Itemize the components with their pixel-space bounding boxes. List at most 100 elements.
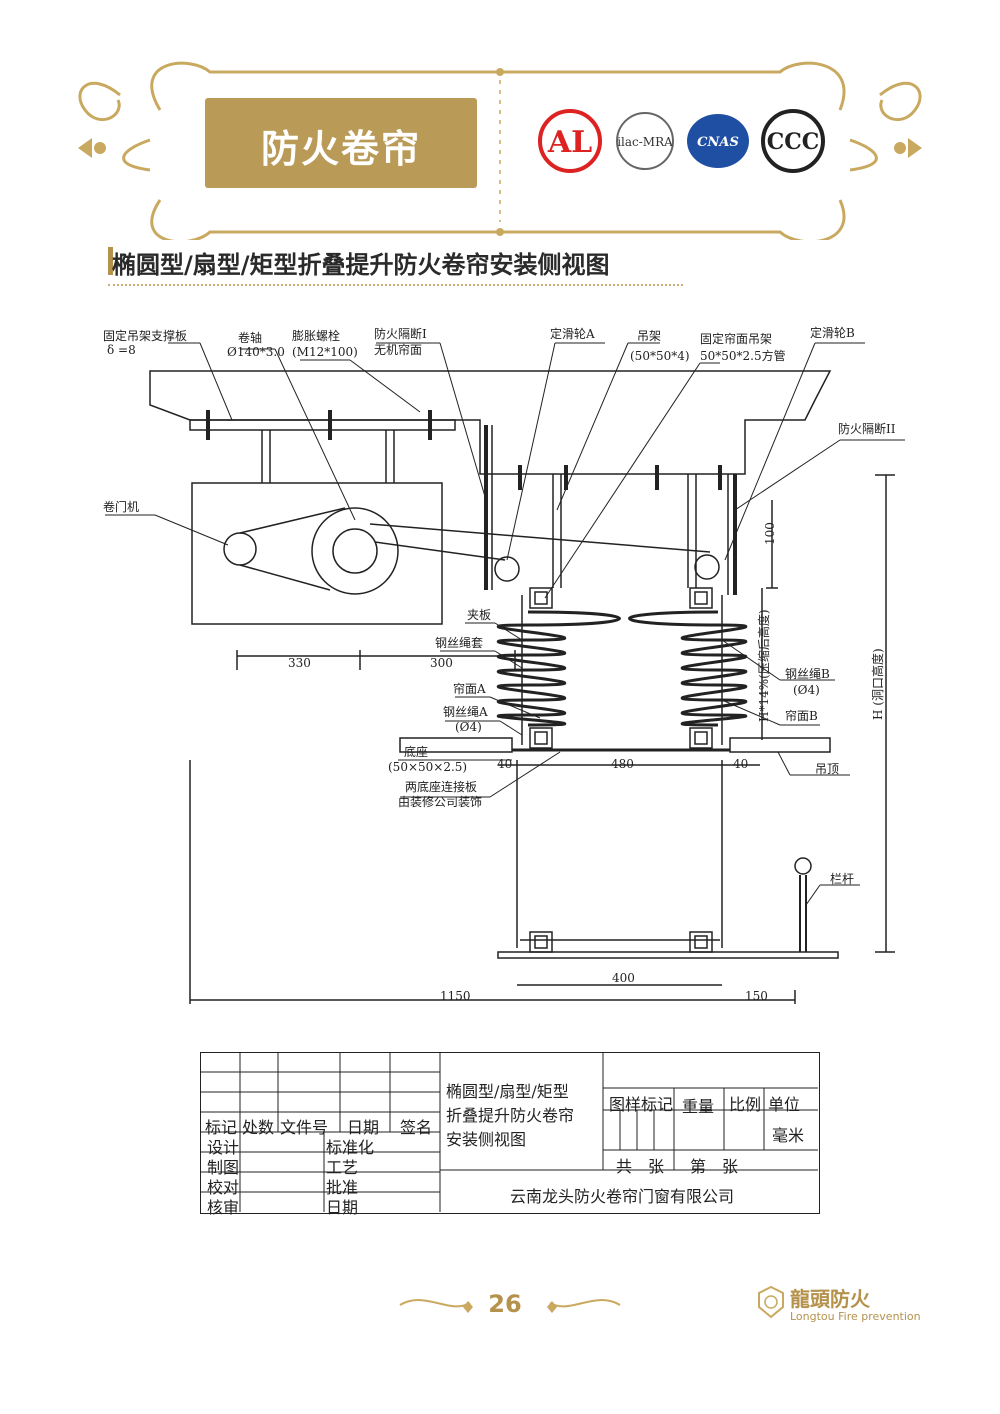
roll-shaft-outer <box>311 507 399 595</box>
label-curtain-b: 帘面B <box>785 708 818 723</box>
tb-header-mark: 标记 <box>205 1118 238 1137</box>
label-fire-partition-2: 防火隔断II <box>838 421 896 436</box>
ilac-mra-logo: ilac-MRA <box>616 112 674 170</box>
al-certification-logo: AL <box>538 109 602 173</box>
tb-role-design: 设计 <box>207 1138 240 1157</box>
label-hanger-spec: (50*50*4) <box>630 349 690 363</box>
title-block <box>200 1052 820 1214</box>
svg-text:CCC: CCC <box>767 129 820 155</box>
tb-info-unit: 单位 <box>768 1095 801 1114</box>
label-ceiling: 吊顶 <box>815 762 839 776</box>
fixed-pulley-b <box>694 554 720 580</box>
label-curtain-a: 帘面A <box>453 681 486 696</box>
label-roll-shaft-spec: Ø140*3.0 <box>227 345 285 359</box>
ceiling-board-right <box>729 737 831 753</box>
dim-330: 330 <box>288 656 311 670</box>
tb-drawing-title-line-3: 安装侧视图 <box>446 1130 527 1149</box>
label-expansion-bolt: 膨胀螺栓 <box>292 328 340 343</box>
label-clamp-plate: 夹板 <box>467 608 491 622</box>
fixed-pulley-a <box>494 556 520 582</box>
dim-40-right: 40 <box>733 757 748 771</box>
label-base: 底座 <box>404 744 428 759</box>
dim-300: 300 <box>430 656 453 670</box>
tb-role-draw: 制图 <box>207 1158 240 1177</box>
label-base-connector-sub: 由装修公司装饰 <box>398 794 482 809</box>
tb-info-weight: 重量 <box>682 1097 715 1116</box>
label-curtain-hanger-spec: 50*50*2.5方管 <box>700 348 786 363</box>
tb-header-sign: 签名 <box>400 1118 433 1137</box>
tb-info-drawing-mark: 图样标记 <box>609 1095 674 1114</box>
tb-drawing-title-line-2: 折叠提升防火卷帘 <box>446 1106 575 1125</box>
tb-role-process: 工艺 <box>326 1158 359 1177</box>
brand-name-en: Longtou Fire prevention <box>790 1310 921 1323</box>
label-base-spec: (50×50×2.5) <box>388 760 467 774</box>
tb-sheet-number: 第 张 <box>690 1157 739 1176</box>
dim-480: 480 <box>611 757 634 771</box>
label-opening-height: H (洞口高度) <box>870 648 885 720</box>
section-title: 椭圆型/扇型/矩型折叠提升防火卷帘安装侧视图 <box>112 251 610 279</box>
label-wire-rope-a: 钢丝绳A <box>443 705 488 719</box>
door-motor-housing <box>191 482 443 625</box>
tb-unit-value: 毫米 <box>772 1126 805 1145</box>
header-title-band: 防火卷帘 <box>205 98 477 188</box>
curtain-b-folds <box>628 610 748 727</box>
label-wire-rope-a-spec: (Ø4) <box>455 720 482 734</box>
tb-header-date: 日期 <box>347 1118 380 1137</box>
label-fixed-pulley-b: 定滑轮B <box>810 325 855 340</box>
tb-role-review: 核审 <box>207 1198 240 1217</box>
floor-slab <box>497 951 839 959</box>
footer-ornament <box>399 1299 621 1313</box>
label-curtain-hanger: 固定帘面吊架 <box>700 331 772 346</box>
tb-company: 云南龙头防火卷帘门窗有限公司 <box>510 1187 735 1206</box>
tb-role-date: 日期 <box>326 1198 359 1217</box>
svg-text:CNAS: CNAS <box>697 135 739 150</box>
label-fixed-bracket-plate: 固定吊架支撑板 <box>103 328 187 343</box>
label-roll-shaft: 卷轴 <box>238 330 262 345</box>
header-title: 防火卷帘 <box>260 127 421 171</box>
tb-header-file-no: 文件号 <box>280 1118 329 1137</box>
section-title-marker <box>108 247 113 275</box>
tb-role-standard: 标准化 <box>326 1138 375 1157</box>
dim-1150: 1150 <box>440 989 471 1003</box>
cnas-logo: CNAS <box>687 114 749 168</box>
dim-40-left: 40 <box>497 757 512 771</box>
label-railing: 栏杆 <box>830 871 854 886</box>
dim-100: 100 <box>763 522 777 545</box>
label-compressed-height: H*14%(压缩后高度) <box>756 609 771 722</box>
label-wire-sleeve: 钢丝绳套 <box>435 636 483 650</box>
tb-role-check: 校对 <box>207 1178 240 1197</box>
label-fixed-pulley-a: 定滑轮A <box>550 326 595 341</box>
label-fire-partition-1: 防火隔断I <box>374 326 427 341</box>
fixed-bracket-plate <box>189 419 456 431</box>
ccc-logo: CCC <box>761 109 825 173</box>
motor-wheel <box>223 532 257 566</box>
ceiling-board-left <box>399 737 513 753</box>
title-block-grid <box>200 1052 818 1212</box>
brand-logo-icon <box>758 1285 784 1319</box>
header-ornament-frame <box>78 61 922 240</box>
tb-drawing-title-line-1: 椭圆型/扇型/矩型 <box>446 1082 569 1101</box>
label-expansion-bolt-spec: (M12*100) <box>292 345 358 359</box>
dim-150: 150 <box>745 989 768 1003</box>
label-fire-partition-1-sub: 无机帘面 <box>374 342 422 357</box>
label-base-connector: 两底座连接板 <box>405 779 477 794</box>
certification-logos: AL ilac-MRA CNAS CCC <box>538 109 825 173</box>
curtain-a-folds <box>496 610 621 727</box>
tb-header-count: 处数 <box>242 1118 275 1137</box>
label-door-motor: 卷门机 <box>103 499 139 514</box>
svg-text:ilac-MRA: ilac-MRA <box>617 135 673 149</box>
tb-role-approve: 批准 <box>326 1178 359 1197</box>
section-divider <box>108 284 683 286</box>
svg-text:AL: AL <box>547 125 592 160</box>
tb-info-scale: 比例 <box>729 1095 762 1114</box>
label-wire-rope-b: 钢丝绳B <box>785 667 830 681</box>
installation-side-view-diagram: 固定吊架支撑板 δ =8 卷轴 Ø140*3.0 膨胀螺栓 (M12*100) … <box>103 325 905 1004</box>
label-plate-thickness: δ =8 <box>107 343 136 357</box>
tb-sheets-total: 共 张 <box>616 1157 665 1176</box>
label-hanger: 吊架 <box>637 329 661 343</box>
label-wire-rope-b-spec: (Ø4) <box>793 683 820 697</box>
roll-shaft-inner <box>332 528 378 574</box>
dim-400: 400 <box>612 971 635 985</box>
page-number: 26 <box>488 1290 522 1318</box>
ceiling-beam <box>149 370 832 475</box>
